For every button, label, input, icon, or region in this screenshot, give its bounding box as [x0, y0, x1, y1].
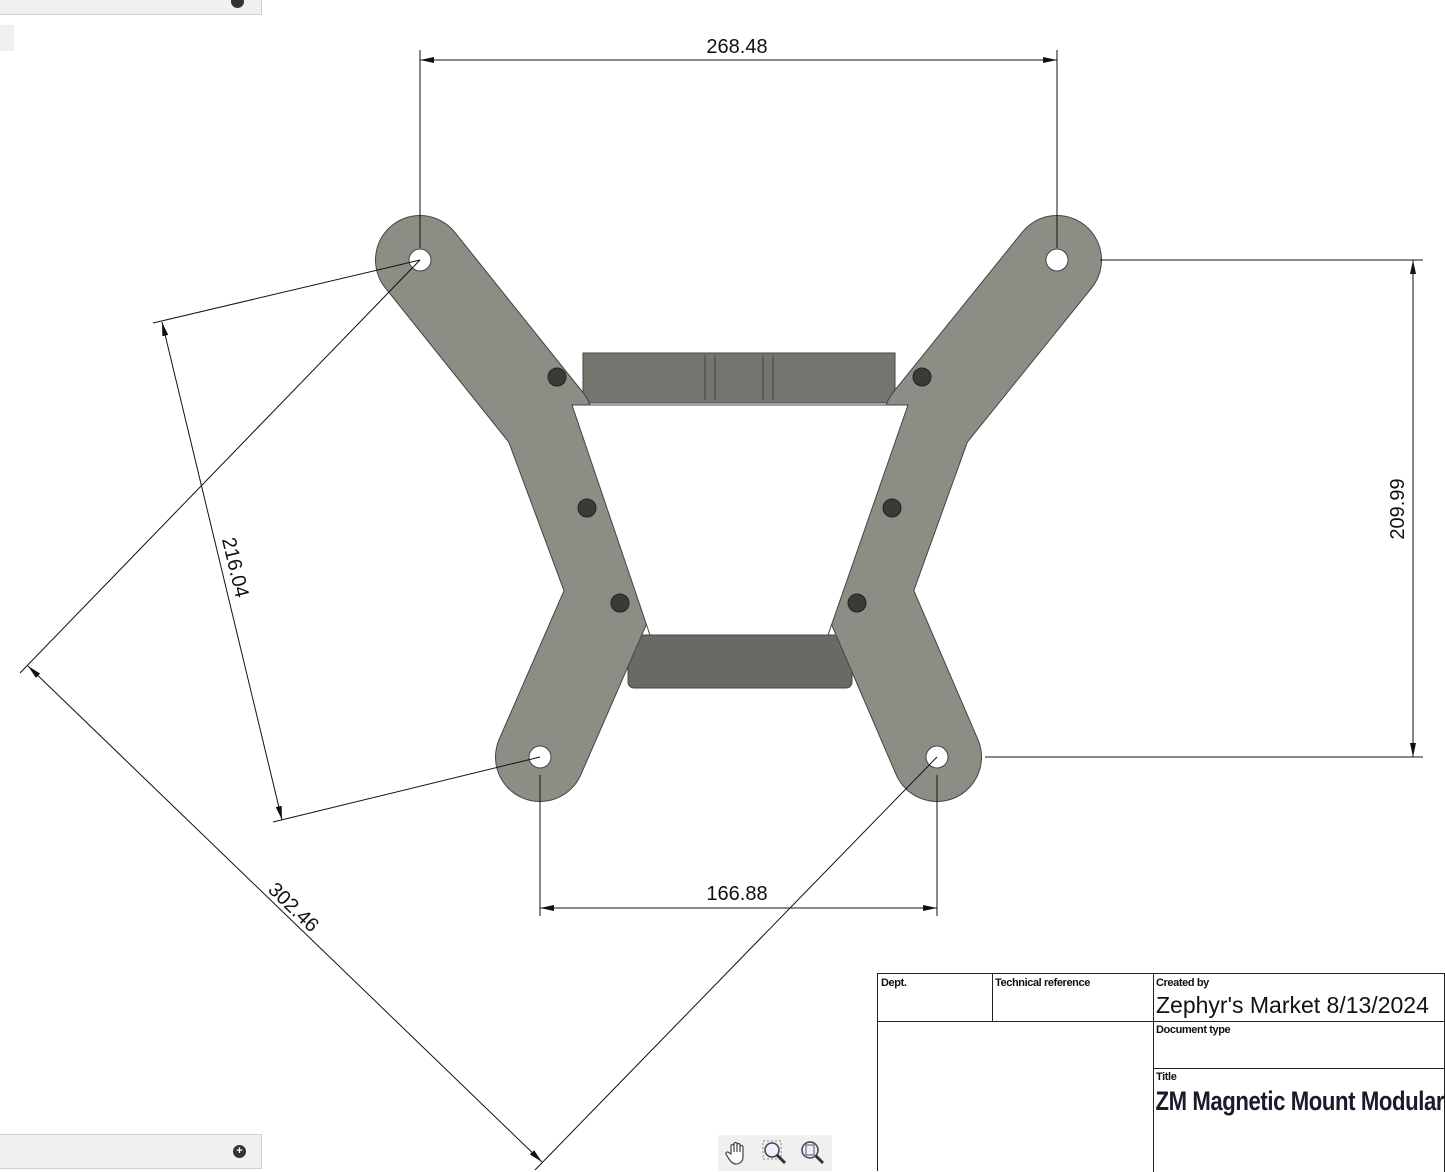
bottom-panel-bar[interactable]: +: [0, 1134, 262, 1169]
dimensions: [19, 50, 1423, 1171]
top-bar: [582, 352, 896, 404]
screw: [547, 367, 567, 387]
top-panel-bar[interactable]: [0, 0, 262, 15]
title-block: Dept. Technical reference Created by Zep…: [877, 973, 1445, 1172]
title-cell: Title ZM Magnetic Mount Modular: [1153, 1068, 1445, 1172]
view-toolbar: [718, 1135, 832, 1171]
dim-diagonal-text: 302.46: [264, 879, 323, 937]
screw: [847, 593, 867, 613]
dim-line-diagonal: [27, 665, 543, 1163]
dim-left-text: 216.04: [217, 535, 253, 600]
screw: [577, 498, 597, 518]
created-by-label: Created by: [1156, 977, 1209, 989]
doc-type-cell: Document type: [1153, 1021, 1445, 1069]
side-tab[interactable]: [0, 25, 14, 51]
dim-line-left: [161, 321, 283, 821]
bottom-bar: [627, 634, 853, 689]
title-label: Title: [1156, 1071, 1177, 1083]
screw: [882, 498, 902, 518]
zoom-fit-icon[interactable]: [799, 1139, 827, 1167]
mount-hole: [1045, 248, 1069, 272]
tech-ref-cell: Technical reference: [992, 974, 1154, 1022]
blank-cell: [878, 1021, 1154, 1172]
dim-top-text: 268.48: [706, 36, 767, 58]
title-value: ZM Magnetic Mount Modular: [1155, 1086, 1445, 1116]
dim-right-text: 209.99: [1387, 478, 1409, 539]
expand-plus-icon[interactable]: +: [233, 1145, 246, 1158]
doc-type-label: Document type: [1156, 1024, 1231, 1036]
center-window: [571, 404, 909, 636]
created-by-cell: Created by Zephyr's Market 8/13/2024: [1153, 974, 1445, 1022]
pan-icon[interactable]: [723, 1139, 751, 1167]
part-view: [375, 215, 1102, 802]
screw: [912, 367, 932, 387]
dept-label: Dept.: [881, 977, 907, 989]
dept-cell: Dept.: [878, 974, 993, 1022]
created-by-value: Zephyr's Market 8/13/2024: [1156, 992, 1429, 1018]
dim-bottom-text: 166.88: [706, 883, 767, 905]
panel-toggle-icon[interactable]: [231, 0, 244, 8]
screw: [610, 593, 630, 613]
zoom-window-icon[interactable]: [761, 1139, 789, 1167]
tech-ref-label: Technical reference: [995, 977, 1090, 989]
